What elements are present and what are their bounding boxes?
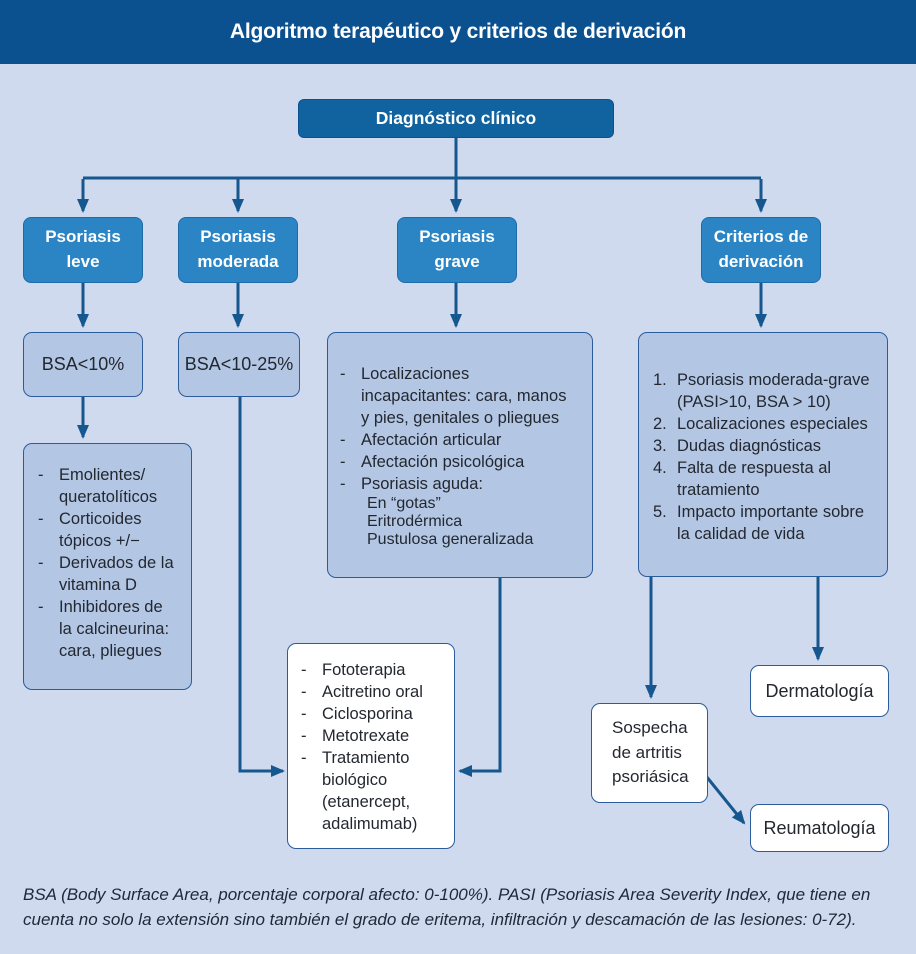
list-item: - Ciclosporina	[301, 705, 413, 723]
node-reumatologia: Reumatología	[750, 804, 889, 852]
path-grave-to-systemic	[458, 578, 502, 777]
node-systemic-treatments: - Fototerapia - Acitretino oral - Ciclos…	[287, 643, 455, 849]
dash-marker: -	[340, 475, 346, 493]
node-bsa-moderada: BSA<10-25%	[178, 332, 300, 397]
dash-marker: -	[38, 510, 44, 528]
systemic-treatments-list: - Fototerapia - Acitretino oral - Ciclos…	[301, 659, 448, 835]
list-item: - Corticoides tópicos +/−	[38, 510, 142, 550]
list-item: - Localizaciones incapacitantes: cara, m…	[340, 365, 567, 427]
list-item: 4. Falta de respuesta al tratamiento	[653, 459, 832, 499]
node-psoriasis-grave-label: Psoriasis grave	[419, 227, 495, 271]
grave-criteria-list: - Localizaciones incapacitantes: cara, m…	[340, 363, 586, 495]
bsa-leve-value: BSA<10%	[41, 354, 125, 374]
number-marker: 3.	[653, 437, 667, 455]
arrow-sospecha-to-reumatologia	[704, 775, 746, 825]
list-item: 2. Localizaciones especiales	[653, 415, 868, 433]
number-marker: 2.	[653, 415, 667, 433]
list-item: - Afectación articular	[340, 431, 502, 449]
node-psoriasis-moderada: Psoriasis moderada	[178, 217, 298, 283]
footnote-bsa-pasi: BSA (Body Surface Area, porcentaje corpo…	[23, 885, 871, 929]
path-moderada-to-systemic	[238, 397, 285, 777]
node-bsa-leve: BSA<10%	[23, 332, 143, 397]
dash-marker: -	[38, 554, 44, 572]
dash-marker: -	[340, 453, 346, 471]
list-item: - Emolientes/ queratolíticos	[38, 466, 158, 506]
list-item: 5. Impacto importante sobre la calidad d…	[653, 503, 865, 543]
list-item: - Psoriasis aguda:	[340, 475, 483, 493]
list-item: - Fototerapia	[301, 661, 406, 679]
reumatologia-label: Reumatología	[763, 817, 876, 838]
list-item: - Afectación psicológica	[340, 453, 525, 471]
dash-marker: -	[301, 749, 307, 767]
list-item: - Metotrexate	[301, 727, 410, 745]
dermatologia-label: Dermatología	[765, 680, 874, 701]
number-marker: 1.	[653, 371, 667, 389]
number-marker: 5.	[653, 503, 667, 521]
node-topical-treatments: - Emolientes/ queratolíticos - Corticoid…	[23, 443, 192, 690]
bsa-moderada-value: BSA<10-25%	[184, 354, 294, 374]
list-item: 1. Psoriasis moderada-grave (PASI>10, BS…	[653, 371, 870, 411]
list-item: - Acitretino oral	[301, 683, 423, 701]
list-item: - Inhibidores de la calcineurina: cara, …	[38, 598, 170, 660]
dash-marker: -	[301, 661, 307, 679]
list-item: - Tratamiento biológico (etanercept, ada…	[301, 749, 418, 833]
node-criterios-derivacion-label: Criterios de derivación	[713, 227, 809, 271]
list-item: 3. Dudas diagnósticas	[653, 437, 822, 455]
dash-marker: -	[301, 683, 307, 701]
node-psoriasis-leve-label: Psoriasis leve	[45, 227, 121, 271]
dash-marker: -	[301, 727, 307, 745]
node-derivation-criteria: 1. Psoriasis moderada-grave (PASI>10, BS…	[638, 332, 888, 577]
dash-marker: -	[301, 705, 307, 723]
node-sospecha-artritis: Sospecha de artritis psoriásica	[591, 703, 708, 803]
node-psoriasis-leve: Psoriasis leve	[23, 217, 143, 283]
page-title: Algoritmo terapéutico y criterios de der…	[229, 20, 687, 43]
dash-marker: -	[340, 365, 346, 383]
number-marker: 4.	[653, 459, 667, 477]
header-bar: Algoritmo terapéutico y criterios de der…	[0, 0, 916, 64]
list-item: - Derivados de la vitamina D	[38, 554, 174, 594]
node-diagnostico-label: Diagnóstico clínico	[375, 108, 537, 128]
dash-marker: -	[38, 598, 44, 616]
node-criterios-derivacion: Criterios de derivación	[701, 217, 821, 283]
node-psoriasis-grave: Psoriasis grave	[397, 217, 517, 283]
node-grave-criteria: - Localizaciones incapacitantes: cara, m…	[327, 332, 593, 578]
dash-marker: -	[340, 431, 346, 449]
derivation-criteria-list: 1. Psoriasis moderada-grave (PASI>10, BS…	[653, 369, 881, 545]
node-dermatologia: Dermatología	[750, 665, 889, 717]
node-psoriasis-moderada-label: Psoriasis moderada	[197, 227, 279, 271]
dash-marker: -	[38, 466, 44, 484]
topical-treatments-list: - Emolientes/ queratolíticos - Corticoid…	[38, 464, 183, 662]
node-diagnostico-clinico: Diagnóstico clínico	[298, 99, 614, 138]
psoriasis-aguda-sublist: En “gotas” Eritrodérmica Pustulosa gener…	[367, 495, 534, 548]
